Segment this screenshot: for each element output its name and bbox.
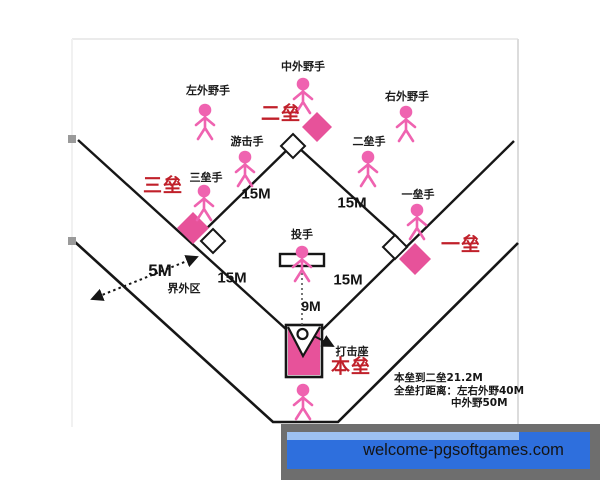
first-base-bag <box>381 233 409 261</box>
batting-tee-arrow <box>313 335 335 347</box>
label-foul-zone: 界外区 <box>167 282 201 295</box>
distance-pitcher-home: 9M <box>301 298 321 314</box>
label-right-fielder: 右外野手 <box>385 90 429 103</box>
player-figure-second-baseman <box>357 149 379 188</box>
right-foul-line <box>321 140 515 331</box>
watermark-text: welcome-pgsoftgames.com <box>363 441 564 459</box>
label-shortstop: 游击手 <box>230 135 264 148</box>
label-third-baseman: 三垒手 <box>189 171 223 184</box>
outfield-boundary-line <box>74 241 519 424</box>
left-foul-line <box>77 139 288 331</box>
player-figure-third-baseman <box>193 183 215 222</box>
first-base-marker <box>399 243 431 275</box>
foul-width-arrow <box>90 255 199 301</box>
field-info-notes: 本垒到二垒21.2M 全垒打距离：左右外野40M 中外野50M <box>394 372 524 410</box>
label-center-fielder: 中外野手 <box>281 60 325 73</box>
info-line-center-field: 中外野50M <box>451 397 508 410</box>
player-figure-right-fielder <box>395 104 417 143</box>
label-pitcher: 投手 <box>291 228 313 241</box>
distance-foul-width: 5M <box>148 261 172 280</box>
player-figure-left-fielder <box>194 102 216 141</box>
player-figure-batter <box>292 382 314 421</box>
label-third-base: 三垒 <box>142 174 184 197</box>
line-end-marker-bottom <box>68 237 76 245</box>
second-base-marker <box>302 112 332 142</box>
watermark-banner: welcome-pgsoftgames.com <box>287 432 590 469</box>
distance-home-first: 15M <box>333 271 363 289</box>
label-left-fielder: 左外野手 <box>186 84 230 97</box>
label-second-base: 二垒 <box>260 102 302 125</box>
label-first-baseman: 一垒手 <box>401 188 435 201</box>
home-plate-pink-area <box>288 327 320 375</box>
distance-first-second: 15M <box>337 194 367 212</box>
third-to-second-baseline <box>201 146 291 234</box>
label-batting-tee: 打击座 <box>335 345 369 358</box>
player-figure-pitcher <box>291 244 313 283</box>
distance-home-third: 15M <box>217 269 247 287</box>
batting-tee-circle <box>296 327 309 341</box>
info-line-home-to-second: 本垒到二垒21.2M <box>394 372 483 384</box>
info-line-homerun-distance: 全垒打距离：左右外野40M <box>394 384 525 397</box>
player-figure-shortstop <box>234 149 256 188</box>
label-first-base: 一垒 <box>440 233 482 256</box>
watermark-top-strip <box>287 432 519 440</box>
line-end-marker-top <box>68 135 76 143</box>
player-figure-first-baseman <box>406 202 428 241</box>
label-second-baseman: 二垒手 <box>352 135 386 148</box>
second-base-bag <box>279 132 307 160</box>
distance-third-second: 15M <box>241 185 271 203</box>
first-to-second-baseline <box>298 147 399 239</box>
label-home-plate: 本垒 <box>330 355 372 378</box>
third-base-marker <box>177 212 209 244</box>
third-base-bag <box>199 227 227 255</box>
